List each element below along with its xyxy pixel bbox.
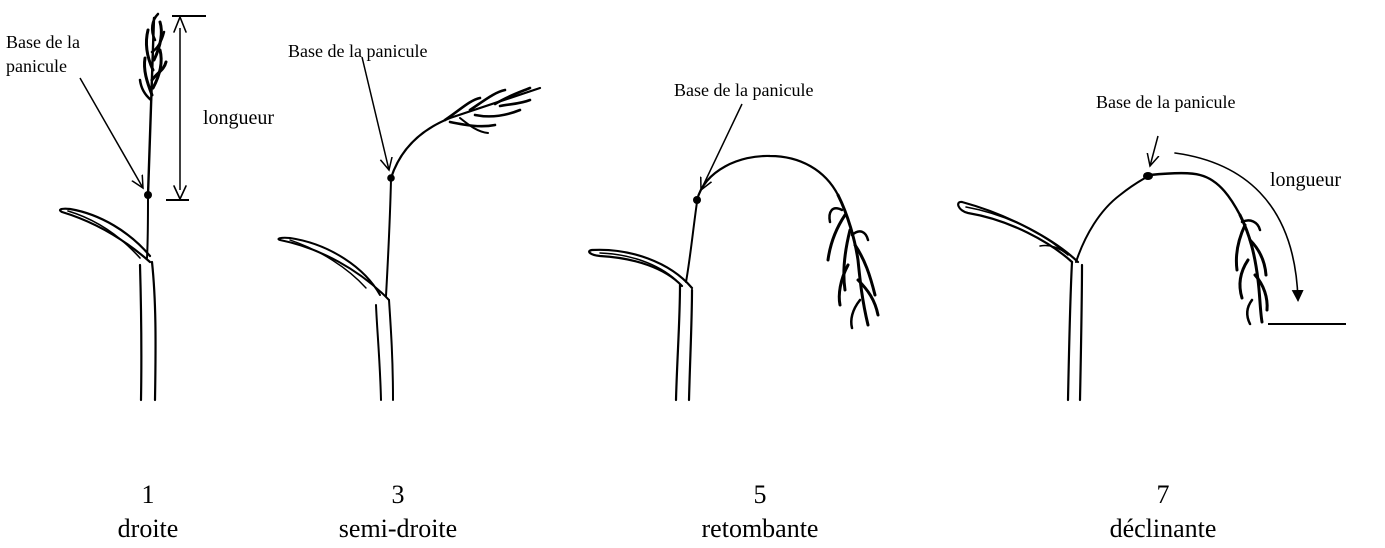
panel-3-name: semi-droite <box>339 514 457 543</box>
panel-1-base-label-line-1: Base de la <box>6 32 80 52</box>
panel-5-plant-drawing <box>589 156 878 400</box>
panel-7-name: déclinante <box>1110 514 1217 543</box>
panel-1-number: 1 <box>142 480 155 509</box>
panel-3-plant-drawing <box>278 88 540 400</box>
panel-3-pointer-arrow <box>362 57 389 170</box>
panel-7-base-label: Base de la panicule <box>1096 92 1235 112</box>
panel-3-base-label: Base de la panicule <box>288 41 427 61</box>
panel-3-number: 3 <box>392 480 405 509</box>
panel-5-retombante: Base de la panicule 5 retombante <box>589 80 878 543</box>
panel-1-plant-drawing <box>60 14 166 400</box>
panel-1-length-indicator <box>166 16 206 200</box>
panel-7-plant-drawing <box>958 172 1267 400</box>
panel-5-base-label: Base de la panicule <box>674 80 813 100</box>
panel-7-declinante: Base de la panicule longueur 7 déclinant… <box>958 92 1346 543</box>
panel-1-pointer-arrow <box>80 78 143 188</box>
panel-5-pointer-arrow <box>701 104 742 190</box>
panel-5-name: retombante <box>702 514 819 543</box>
panel-7-number: 7 <box>1157 480 1170 509</box>
panel-1-droite: Base de la panicule longueur 1 droite <box>6 14 274 543</box>
panel-7-length-label: longueur <box>1270 169 1341 191</box>
panel-5-number: 5 <box>754 480 767 509</box>
panel-1-base-label-line-2: panicule <box>6 56 67 76</box>
panel-7-pointer-arrow <box>1150 136 1158 166</box>
panel-1-name: droite <box>118 514 179 543</box>
panel-3-semi-droite: Base de la panicule 3 semi-droite <box>278 41 540 543</box>
panel-1-length-label: longueur <box>203 107 274 129</box>
